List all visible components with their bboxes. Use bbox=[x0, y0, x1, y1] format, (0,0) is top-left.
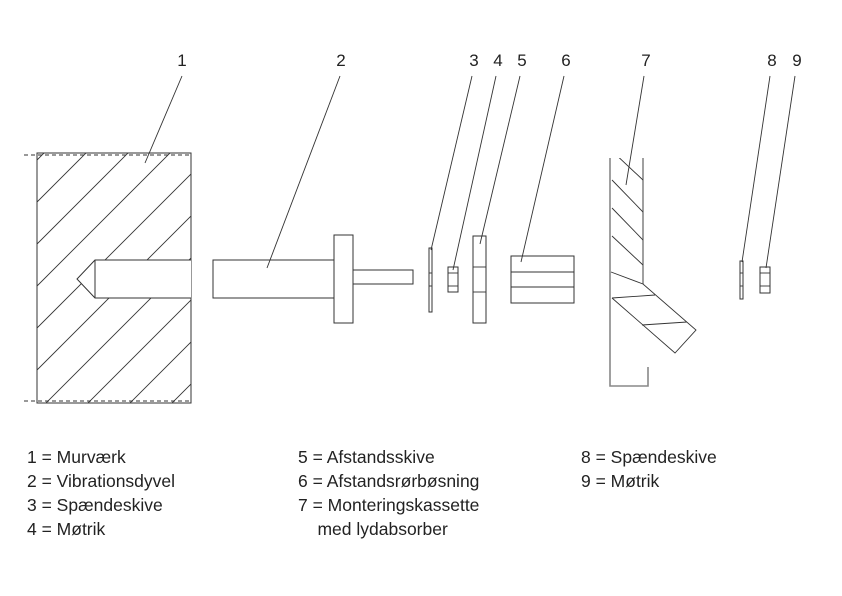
callout-4: 4 bbox=[493, 51, 502, 70]
legend-item: 5 = Afstandsskive bbox=[298, 447, 435, 467]
legend-column-1: 1 = Murværk 2 = Vibrationsdyvel 3 = Spæn… bbox=[27, 445, 175, 541]
legend-item: 3 = Spændeskive bbox=[27, 495, 163, 515]
hatch-line bbox=[37, 153, 45, 161]
legend-item: 8 = Spændeskive bbox=[581, 447, 717, 467]
spacer-bushing bbox=[510, 255, 575, 304]
nut-2 bbox=[759, 266, 771, 294]
callout-7: 7 bbox=[641, 51, 650, 70]
hatch-line bbox=[45, 257, 191, 403]
hatch-line bbox=[37, 215, 191, 371]
callout-1: 1 bbox=[177, 51, 186, 70]
callout-6: 6 bbox=[561, 51, 570, 70]
spacer-washer bbox=[472, 235, 487, 324]
callout-5: 5 bbox=[517, 51, 526, 70]
legend-item: 4 = Møtrik bbox=[27, 519, 106, 539]
legend-column-2: 5 = Afstandsskive 6 = Afstandsrørbøsning… bbox=[298, 445, 479, 541]
hatch-line bbox=[37, 153, 171, 287]
legend-item: 6 = Afstandsrørbøsning bbox=[298, 471, 480, 491]
nut bbox=[447, 266, 459, 293]
spring-washer bbox=[428, 247, 433, 313]
spring-washer-2 bbox=[739, 260, 744, 300]
legend-item: 7 = Monteringskassette bbox=[298, 495, 480, 515]
hatch-line bbox=[37, 153, 87, 203]
leader-lines bbox=[144, 75, 796, 271]
legend-item: 2 = Vibrationsdyvel bbox=[27, 471, 176, 491]
callout-2: 2 bbox=[336, 51, 345, 70]
mounting-cassette bbox=[609, 158, 697, 387]
callout-8: 8 bbox=[767, 51, 776, 70]
vibration-dowel bbox=[212, 234, 414, 324]
callout-3: 3 bbox=[469, 51, 478, 70]
hatch-line bbox=[87, 299, 191, 403]
legend-column-3: 8 = Spændeskive 9 = Møtrik bbox=[581, 445, 717, 493]
legend-item: 9 = Møtrik bbox=[581, 471, 660, 491]
legend-item: med lydabsorber bbox=[298, 519, 448, 539]
hatch-line bbox=[129, 341, 191, 403]
hatch-line bbox=[37, 153, 129, 245]
masonry-wall bbox=[24, 152, 192, 404]
callout-9: 9 bbox=[792, 51, 801, 70]
legend-item: 1 = Murværk bbox=[27, 447, 126, 467]
